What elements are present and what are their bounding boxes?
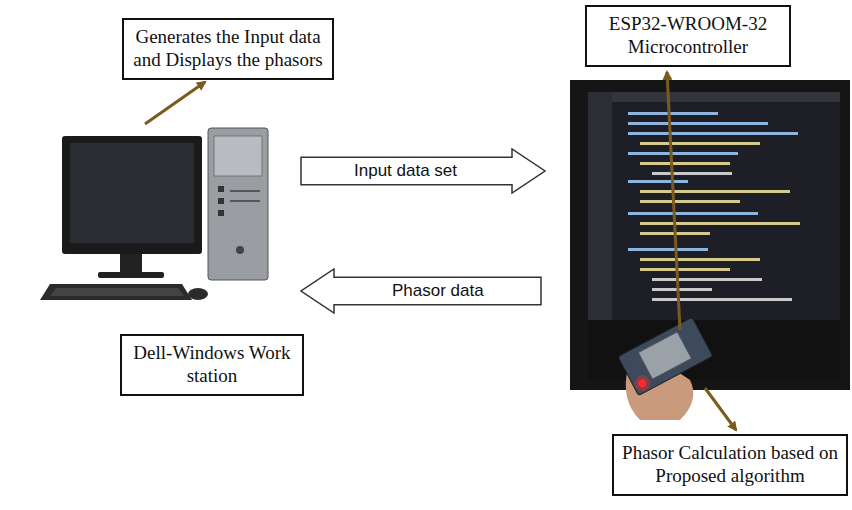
node-text: Input data set	[354, 161, 457, 181]
node-text: Dell-Windows Work station	[130, 342, 294, 388]
callout-box: Generates the Input data and Displays th…	[122, 18, 334, 80]
node-text: Phasor data	[392, 281, 484, 301]
callout-box: Phasor Calculation based on Proposed alg…	[612, 434, 848, 496]
callout-box: Dell-Windows Work station	[120, 334, 304, 396]
computer-illustration	[40, 128, 268, 300]
data-arrow: Phasor data	[300, 268, 542, 314]
callout-box: ESP32-WROOM-32 Microcontroller	[585, 5, 791, 67]
leader-arrow	[667, 72, 680, 330]
data-arrow: Input data set	[300, 148, 546, 194]
node-text: Generates the Input data and Displays th…	[132, 26, 324, 72]
node-text: Phasor Calculation based on Proposed alg…	[622, 442, 838, 488]
block-arrow-outline	[301, 269, 541, 313]
node-text: ESP32-WROOM-32 Microcontroller	[595, 13, 781, 59]
leader-arrow	[705, 388, 736, 430]
esp32-photo	[570, 80, 850, 420]
leader-arrow	[145, 82, 205, 124]
block-arrow-outline	[301, 149, 545, 193]
